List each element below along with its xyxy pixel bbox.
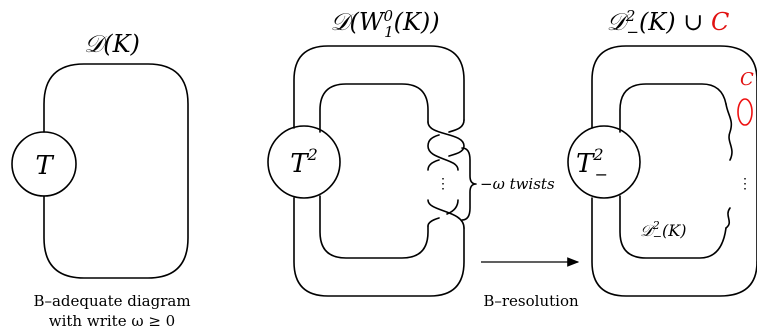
right-outer-strand xyxy=(591,45,757,297)
tangle-T-left-label: T xyxy=(35,151,54,181)
tangle-T2minus-right-label: T2− xyxy=(576,145,608,184)
twist-crossings xyxy=(427,119,465,229)
title-right: 𝒟2−(K) ∪ C xyxy=(607,7,730,41)
title-left: 𝒟(K) xyxy=(84,30,140,58)
left-loop xyxy=(43,63,189,279)
resolved-dots: ⋮ xyxy=(738,176,752,192)
tangle-T-left xyxy=(11,131,77,197)
right-inner-strand xyxy=(619,83,727,259)
twists-label: −ω twists xyxy=(480,175,555,193)
caption-left-line1: B–adequate diagram xyxy=(33,292,190,310)
twists-brace xyxy=(461,147,477,221)
twist-dots: ⋮ xyxy=(436,176,450,192)
middle-outer-strand xyxy=(293,45,465,297)
diagram-right: 𝒟2−(K) ∪ C ⋮ C T2− 𝒟2−(K) xyxy=(567,7,757,297)
resolved-strand-inner xyxy=(725,103,733,229)
tangle-T2-middle-label: T2 xyxy=(290,145,318,179)
middle-inner-strand xyxy=(319,83,429,259)
diagram-left: 𝒟(K) T xyxy=(11,30,189,279)
tangle-T2-middle xyxy=(267,125,341,199)
curve-C-label: C xyxy=(740,69,754,90)
curve-C xyxy=(737,98,753,126)
caption-left-line2: with write ω ≥ 0 xyxy=(49,312,175,330)
caption-middle: B–resolution xyxy=(483,292,579,310)
inner-diagram-label: 𝒟2−(K) xyxy=(640,219,686,243)
tangle-T2minus-right xyxy=(567,125,641,199)
